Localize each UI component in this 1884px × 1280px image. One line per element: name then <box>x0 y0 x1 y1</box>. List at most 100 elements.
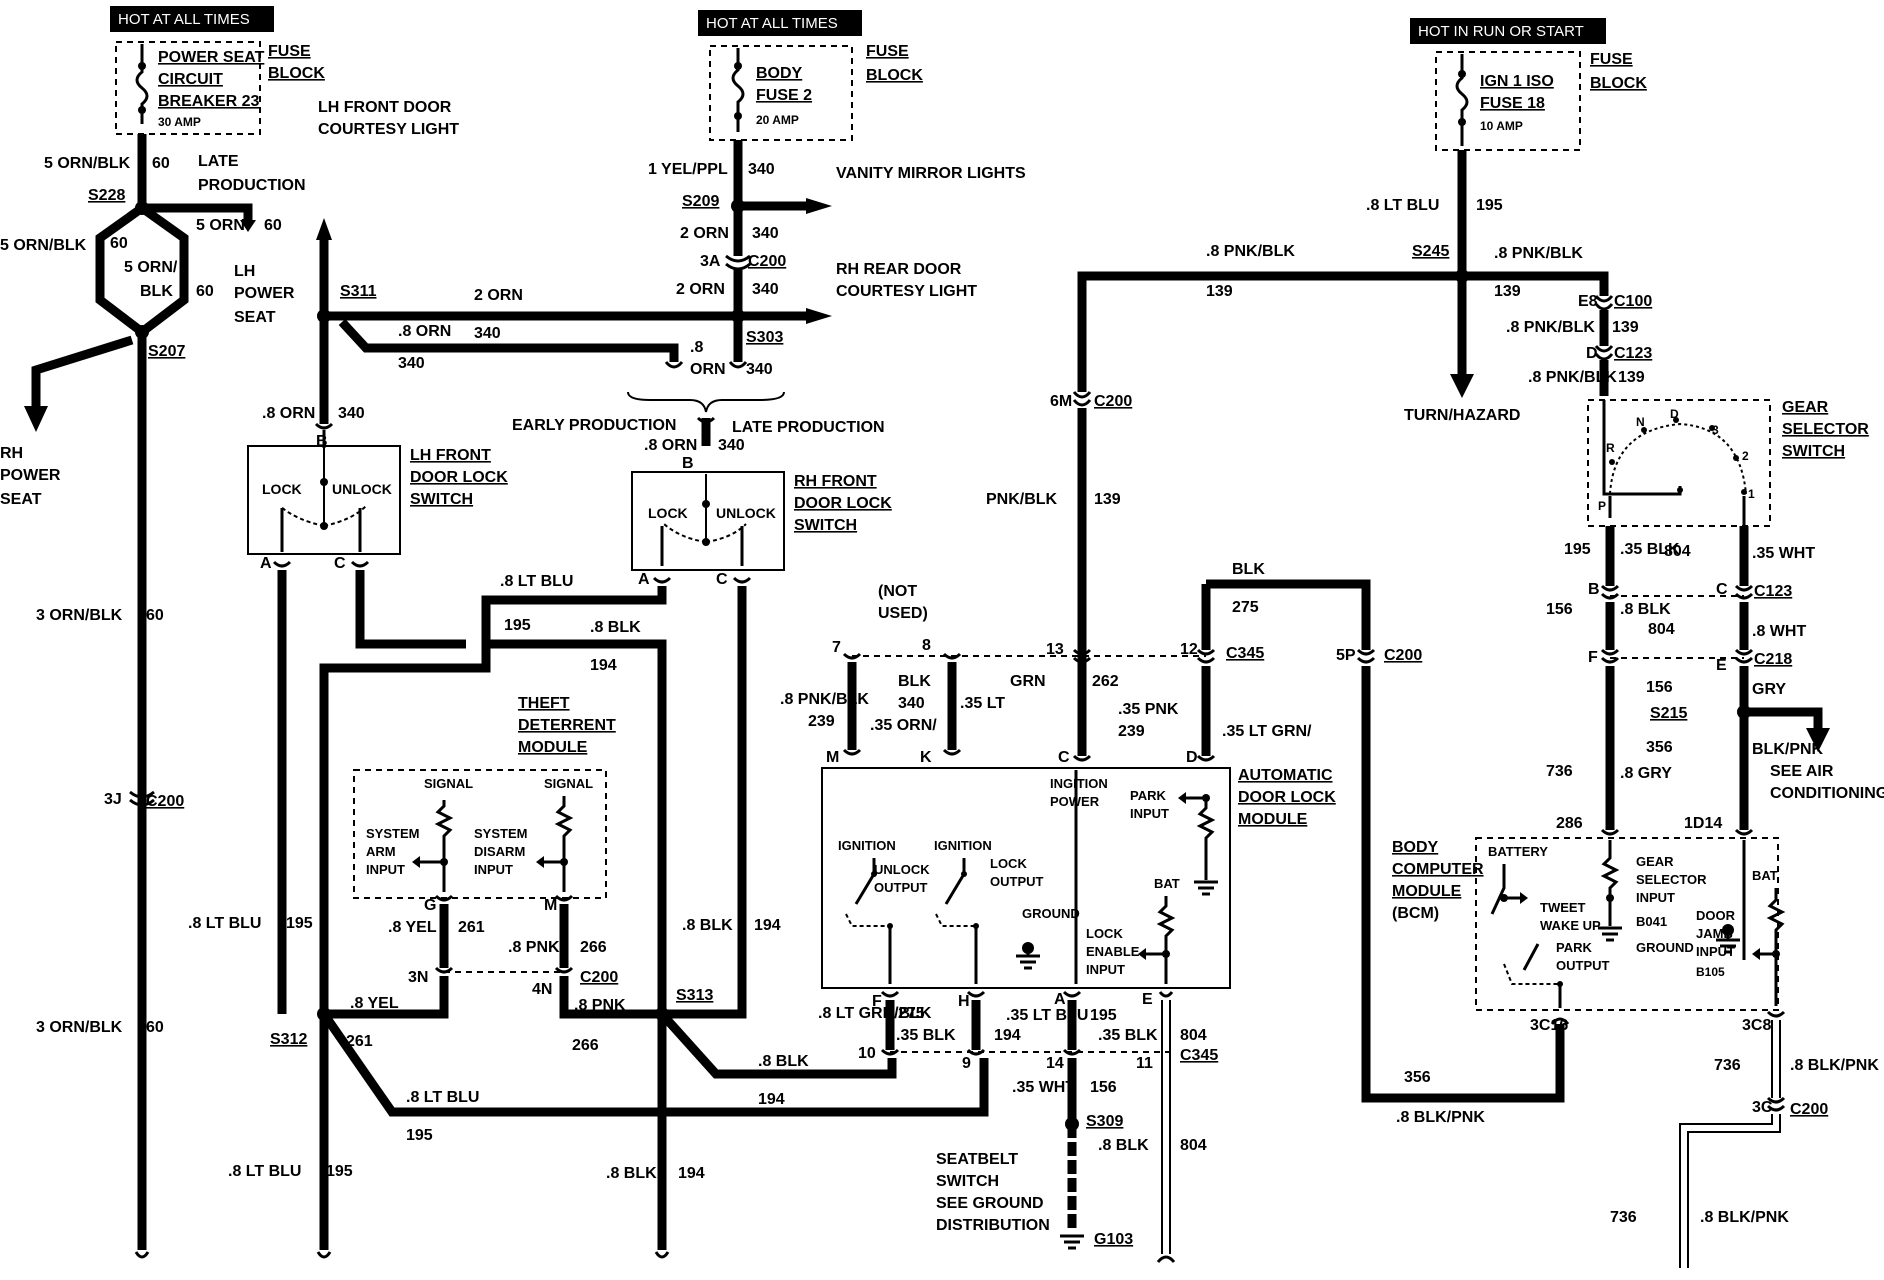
w-804-1: 195 <box>1090 1007 1117 1024</box>
w-35ltblu: .35 BLK <box>896 1027 956 1044</box>
w-736-2: .8 WHT <box>1752 623 1806 640</box>
gear-name2: SELECTOR <box>1782 421 1869 438</box>
bcm-ground: GROUND <box>1636 940 1694 955</box>
pin-h: H <box>958 993 970 1010</box>
park-2: INPUT <box>1130 806 1169 821</box>
w-35ltgrn: BLK <box>898 673 931 690</box>
bcm-gear-3: INPUT <box>1636 890 1675 905</box>
w-736-1: .35 WHT <box>1752 545 1815 562</box>
rh-power-seat-1: RH <box>0 445 23 462</box>
disarm-1: SYSTEM <box>474 826 527 841</box>
w-195-3: 195 <box>406 1127 433 1144</box>
conn-c200-left: C200 <box>146 793 184 810</box>
bcm-name4: (BCM) <box>1392 905 1439 922</box>
fuse-mid-l1: BODY <box>756 65 803 82</box>
gear-name3: SWITCH <box>1782 443 1845 460</box>
w-139-5: 139 <box>1618 369 1645 386</box>
seatbelt-2: SWITCH <box>936 1173 999 1190</box>
late-prod: LATE PRODUCTION <box>732 419 885 436</box>
w-156-4: .8 BLK/PNK <box>1700 1209 1789 1226</box>
fuse-left-block2: BLOCK <box>268 65 325 82</box>
w-736-3: GRY <box>1752 681 1786 698</box>
header-hot-middle: HOT AT ALL TIMES <box>698 10 862 36</box>
w-3orn-1: 3 ORN/BLK <box>36 607 123 624</box>
w-156-3: .8 BLK/PNK <box>1790 1057 1879 1074</box>
w-8wht-2: 736 <box>1610 1209 1637 1226</box>
w-8orn-1: .8 ORN <box>398 323 451 340</box>
w-8yel-1: .8 YEL <box>388 919 437 936</box>
door-3: INPUT <box>1696 944 1735 959</box>
pin-f: F <box>872 993 882 1010</box>
fuse-left-block1: FUSE <box>268 43 311 60</box>
pin-8: 8 <box>922 637 931 654</box>
gear-p: P <box>1598 499 1606 513</box>
door-4: B105 <box>1696 965 1725 979</box>
conn-c100: C100 <box>1614 293 1652 310</box>
conn-c200-5p: C200 <box>1384 647 1422 664</box>
theft-name2: DETERRENT <box>518 717 616 734</box>
w-60-4: 60 <box>264 217 282 234</box>
w-194-5: 275 <box>898 1005 925 1022</box>
lock-switch-wiring <box>272 560 752 1019</box>
w-340-6: 340 <box>746 361 773 378</box>
lock-module-top-wiring <box>842 579 1570 1103</box>
w-8pnkblk-3: .8 PNK/BLK <box>1494 245 1583 262</box>
w-139-2: 139 <box>1206 283 1233 300</box>
lh-switch-name1: LH FRONT <box>410 447 491 464</box>
w-139-1: 195 <box>1476 197 1503 214</box>
pin-rh-b: B <box>682 455 694 472</box>
header-hot-left: HOT AT ALL TIMES <box>110 6 274 32</box>
w-8blkpnk-1: 804 <box>1648 621 1675 638</box>
fuse-block-middle: BODY FUSE 2 20 AMP FUSE BLOCK <box>709 43 923 141</box>
splice-s312: S312 <box>270 1031 307 1048</box>
w-8gry-2: 736 <box>1546 763 1573 780</box>
w-5orn-1: 5 ORN/BLK <box>44 155 131 172</box>
pin-3c8: 3C8 <box>1742 1017 1771 1034</box>
rh-power-seat-3: SEAT <box>0 491 42 508</box>
w-340-3: 340 <box>752 281 779 298</box>
w-8blk-4: .8 BLK <box>606 1165 657 1182</box>
lockmod-name1: AUTOMATIC <box>1238 767 1333 784</box>
w-60-1: 60 <box>152 155 170 172</box>
body-computer-module: BODY COMPUTER MODULE (BCM) BATTERY TWEET… <box>1392 837 1786 1268</box>
fuse-mid-l2: FUSE 2 <box>756 87 812 104</box>
w-195-4: 195 <box>326 1163 353 1180</box>
lock-en-1: LOCK <box>1086 926 1123 941</box>
door-1: DOOR <box>1696 908 1736 923</box>
w-8blkpnk-3: 356 <box>1646 739 1673 756</box>
pin-3j: 3J <box>104 791 122 808</box>
w-8pnkblk-1: .8 LT BLU <box>1366 197 1439 214</box>
park-1: PARK <box>1130 788 1166 803</box>
w-pnkblk-5: .8 PNK/BLK <box>1528 369 1617 386</box>
s311-branch <box>314 218 334 430</box>
w-8-a: .8 <box>690 339 703 356</box>
pin-11: 11 <box>1136 1055 1153 1072</box>
rh-switch-name3: SWITCH <box>794 517 857 534</box>
rh-rear-door-2: COURTESY LIGHT <box>836 283 977 300</box>
w-8wht-1: .8 BLK <box>1098 1137 1149 1154</box>
w-8ltblu-3: .8 LT BLU <box>406 1089 479 1106</box>
pin-c-lm: C <box>1058 749 1070 766</box>
w-8gry-1: 156 <box>1546 601 1573 618</box>
w-156-1: 804 <box>1180 1027 1207 1044</box>
w-261-1: 261 <box>458 919 485 936</box>
w-8pnk-1: .8 PNK <box>508 939 560 956</box>
lockmod-name3: MODULE <box>1238 811 1308 828</box>
w-8ltgrnblk-1: BLK <box>1232 561 1265 578</box>
w-35blk-2: .35 LT BLU <box>1006 1007 1088 1024</box>
fuse-mid-amp: 20 AMP <box>756 113 799 127</box>
theft-deterrent-module: THEFT DETERRENT MODULE SIGNAL SIGNAL SYS… <box>324 695 662 1019</box>
theft-name3: MODULE <box>518 739 588 756</box>
bcm-park-1: PARK <box>1556 940 1592 955</box>
rh-rear-door-1: RH REAR DOOR <box>836 261 962 278</box>
pin-k: K <box>920 749 932 766</box>
early-prod: EARLY PRODUCTION <box>512 417 676 434</box>
w-239-2: 262 <box>1092 673 1119 690</box>
lh-power-seat-1: LH <box>234 263 255 280</box>
w-35pnk: GRN <box>1010 673 1046 690</box>
w-8orn-3: .8 ORN <box>644 437 697 454</box>
w-8ltblu-1: .8 LT BLU <box>500 573 573 590</box>
w-35whtblk: 736 <box>1714 1057 1741 1074</box>
pin-3c: 3C <box>1752 1099 1773 1116</box>
rh-switch-name1: RH FRONT <box>794 473 877 490</box>
